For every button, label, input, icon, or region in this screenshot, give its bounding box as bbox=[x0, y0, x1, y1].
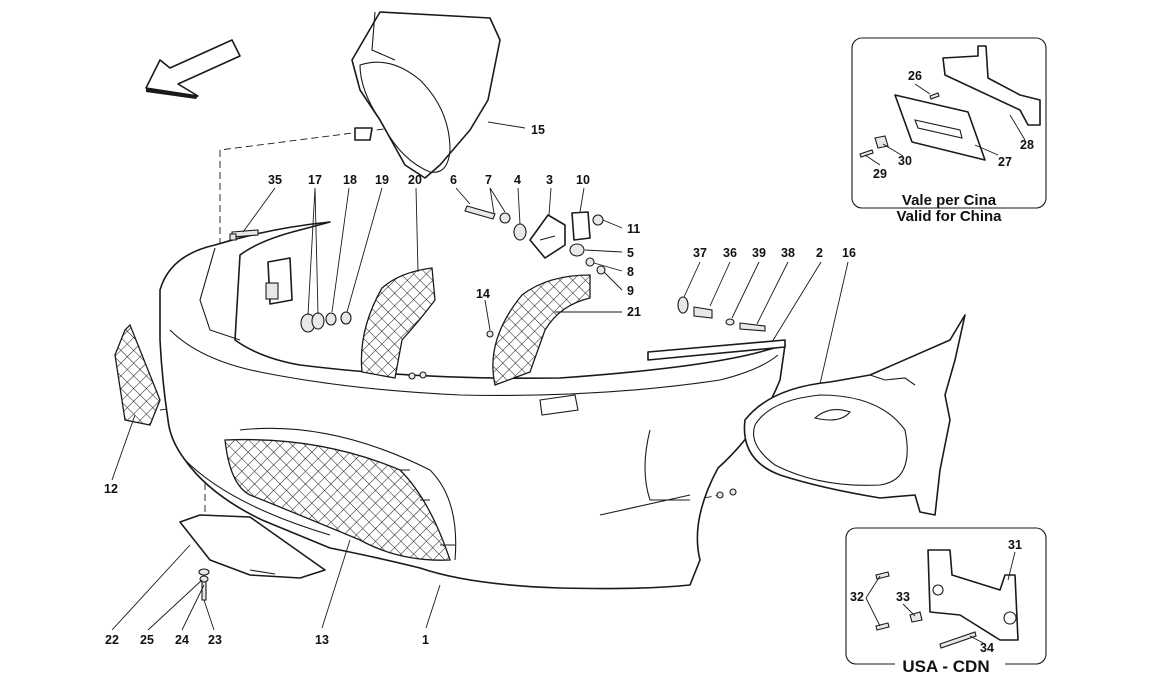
callout-16: 16 bbox=[842, 246, 856, 260]
callout-29: 29 bbox=[873, 167, 887, 181]
callout-34: 34 bbox=[980, 641, 994, 655]
callout-27: 27 bbox=[998, 155, 1012, 169]
callout-14: 14 bbox=[476, 287, 490, 301]
arrow-left-icon bbox=[145, 39, 241, 99]
callout-3: 3 bbox=[546, 173, 553, 187]
callout-17: 17 bbox=[308, 173, 322, 187]
bracket-assembly bbox=[231, 229, 352, 333]
callout-2: 2 bbox=[816, 246, 823, 260]
fastener-cluster-top bbox=[464, 205, 606, 338]
callout-10: 10 bbox=[576, 173, 590, 187]
callout-8: 8 bbox=[627, 265, 634, 279]
callout-7: 7 bbox=[485, 173, 492, 187]
side-grille-12 bbox=[114, 323, 161, 426]
callout-31: 31 bbox=[1008, 538, 1022, 552]
lower-grille-13 bbox=[224, 438, 455, 561]
callout-37: 37 bbox=[693, 246, 707, 260]
callout-21: 21 bbox=[627, 305, 641, 319]
usa-inset bbox=[845, 527, 1047, 665]
callout-labels: 1 2 3 4 5 6 7 8 9 10 11 12 13 14 15 16 1… bbox=[104, 69, 1034, 655]
leader-lines bbox=[111, 121, 849, 631]
mesh-insert-20 bbox=[360, 267, 436, 379]
fasteners-36-39 bbox=[677, 296, 766, 332]
callout-5: 5 bbox=[627, 246, 634, 260]
china-title-line1: Vale per Cina bbox=[902, 192, 997, 209]
callout-15: 15 bbox=[531, 123, 545, 137]
callout-1: 1 bbox=[422, 633, 429, 647]
callout-26: 26 bbox=[908, 69, 922, 83]
undertray-22 bbox=[179, 514, 326, 579]
callout-38: 38 bbox=[781, 246, 795, 260]
china-title-line2: Valid for China bbox=[896, 208, 1002, 225]
callout-22: 22 bbox=[105, 633, 119, 647]
callout-18: 18 bbox=[343, 173, 357, 187]
usa-title-bg bbox=[895, 656, 1005, 676]
small-fasteners bbox=[229, 233, 737, 499]
callout-28: 28 bbox=[1020, 138, 1034, 152]
callout-4: 4 bbox=[514, 173, 521, 187]
usa-title: USA - CDN bbox=[902, 657, 989, 676]
callout-24: 24 bbox=[175, 633, 189, 647]
callout-23: 23 bbox=[208, 633, 222, 647]
callout-11: 11 bbox=[627, 222, 640, 236]
callout-30: 30 bbox=[898, 154, 912, 168]
callout-19: 19 bbox=[375, 173, 389, 187]
wheel-liner-16 bbox=[743, 314, 966, 516]
callout-9: 9 bbox=[627, 284, 634, 298]
mesh-insert-21 bbox=[492, 274, 591, 386]
callout-6: 6 bbox=[450, 173, 457, 187]
callout-36: 36 bbox=[723, 246, 737, 260]
callout-12: 12 bbox=[104, 482, 118, 496]
air-duct-15 bbox=[351, 11, 501, 179]
callout-32: 32 bbox=[850, 590, 864, 604]
callout-20: 20 bbox=[408, 173, 422, 187]
callout-35: 35 bbox=[268, 173, 282, 187]
callout-13: 13 bbox=[315, 633, 329, 647]
seal-strip-2 bbox=[647, 339, 786, 361]
callout-39: 39 bbox=[752, 246, 766, 260]
callout-25: 25 bbox=[140, 633, 154, 647]
china-inset bbox=[851, 37, 1047, 209]
callout-33: 33 bbox=[896, 590, 910, 604]
fasteners-23-25 bbox=[198, 568, 210, 601]
